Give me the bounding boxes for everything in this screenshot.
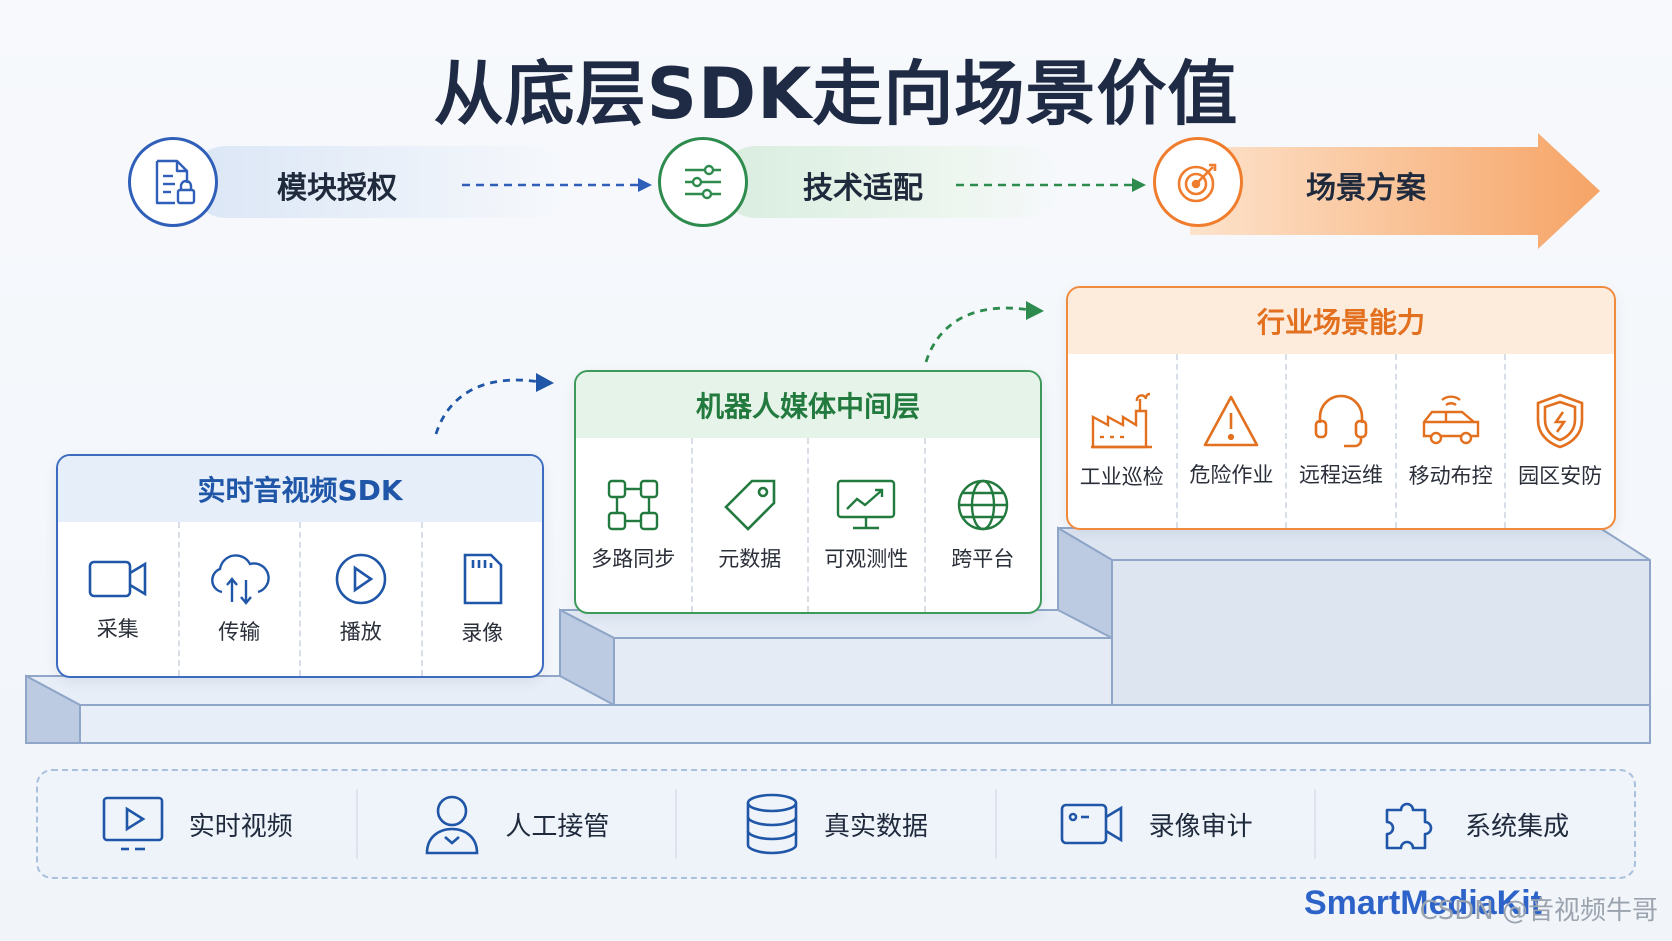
- factory-icon: [1090, 392, 1152, 449]
- page-title: 从底层SDK走向场景价值: [433, 53, 1239, 135]
- card-item-observability: 可观测性: [809, 438, 926, 612]
- camera-record-icon: [1060, 803, 1122, 845]
- play-icon: [335, 553, 387, 605]
- card-item-metadata: 元数据: [693, 438, 809, 612]
- document-lock-icon: [128, 137, 218, 227]
- flow-label-license: 模块授权: [277, 171, 397, 206]
- strip-item-real-data: 真实数据: [677, 789, 997, 859]
- card-item-label: 采集: [96, 617, 139, 641]
- strip-item-label: 人工接管: [505, 811, 610, 842]
- card-item-label: 园区安防: [1518, 464, 1603, 488]
- curve-arrow-1: [434, 373, 554, 435]
- card-item-label: 录像: [461, 621, 504, 645]
- target-icon: [1153, 137, 1243, 227]
- person-icon: [426, 795, 479, 855]
- card-item-label: 播放: [339, 620, 382, 644]
- curve-arrow-2: [924, 301, 1044, 363]
- card-industry: 行业场景能力 工业巡检 危险作业 远程运维: [1066, 286, 1616, 530]
- strip-item-manual-takeover: 人工接管: [358, 789, 678, 859]
- card-item-cross-platform: 跨平台: [926, 438, 1041, 612]
- card-item-label: 多路同步: [591, 547, 676, 571]
- flow-arrow-1: [462, 178, 652, 192]
- video-camera-icon: [88, 560, 147, 598]
- brand-logo-text: SmartMediaKit: [1303, 884, 1542, 922]
- cloud-transfer-icon: [211, 554, 270, 605]
- sd-card-icon: [463, 553, 503, 605]
- sliders-icon: [658, 137, 748, 227]
- monitor-chart-icon: [837, 479, 896, 530]
- card-industry-title: 行业场景能力: [1068, 288, 1614, 354]
- strip-item-label: 录像审计: [1148, 811, 1253, 842]
- strip-item-system-integration: 系统集成: [1316, 789, 1634, 859]
- value-strip: 实时视频 人工接管 真实数据 录像审计 系统集成: [36, 769, 1636, 879]
- card-item-inspection: 工业巡检: [1068, 354, 1178, 528]
- video-player-icon: [102, 796, 164, 851]
- strip-item-record-audit: 录像审计: [997, 789, 1317, 859]
- card-sdk: 实时音视频SDK 采集 传输 播放 录: [56, 454, 544, 678]
- strip-item-realtime-video: 实时视频: [38, 789, 358, 859]
- multi-sync-icon: [608, 479, 659, 531]
- shield-icon: [1536, 393, 1584, 449]
- card-item-capture: 采集: [58, 522, 180, 676]
- flow-label-adapt: 技术适配: [803, 171, 923, 206]
- card-item-multi-sync: 多路同步: [576, 438, 693, 612]
- watermark: CSDN @音视频牛哥: [1419, 896, 1658, 926]
- tag-icon: [723, 479, 776, 531]
- globe-icon: [957, 479, 1008, 531]
- card-item-label: 远程运维: [1298, 463, 1383, 487]
- car-signal-icon: [1422, 395, 1479, 445]
- strip-item-label: 系统集成: [1465, 811, 1570, 842]
- card-item-label: 工业巡检: [1079, 465, 1164, 489]
- card-item-label: 传输: [218, 620, 261, 644]
- puzzle-icon: [1385, 802, 1433, 850]
- card-item-hazard: 危险作业: [1178, 354, 1288, 528]
- strip-item-label: 实时视频: [188, 811, 293, 842]
- big-arrow-shape: [1190, 133, 1600, 249]
- card-item-label: 跨平台: [951, 547, 1015, 571]
- card-middleware-title: 机器人媒体中间层: [576, 372, 1040, 438]
- card-item-record: 录像: [423, 522, 543, 676]
- warning-icon: [1204, 395, 1259, 447]
- headset-icon: [1314, 394, 1368, 448]
- card-item-label: 危险作业: [1189, 463, 1274, 487]
- flow-label-scenario: 场景方案: [1306, 171, 1426, 206]
- strip-item-label: 真实数据: [823, 811, 928, 842]
- card-item-remote-ops: 远程运维: [1287, 354, 1397, 528]
- card-item-label: 可观测性: [824, 547, 909, 571]
- card-item-playback: 播放: [301, 522, 423, 676]
- card-middleware: 机器人媒体中间层 多路同步 元数据 可观测性: [574, 370, 1042, 614]
- card-item-label: 移动布控: [1408, 464, 1493, 488]
- card-item-park-security: 园区安防: [1506, 354, 1614, 528]
- card-item-label: 元数据: [718, 547, 782, 571]
- flow-arrow-2: [956, 178, 1146, 192]
- card-item-transfer: 传输: [180, 522, 301, 676]
- card-sdk-title: 实时音视频SDK: [58, 456, 542, 522]
- card-item-mobile-control: 移动布控: [1397, 354, 1507, 528]
- database-icon: [746, 793, 798, 855]
